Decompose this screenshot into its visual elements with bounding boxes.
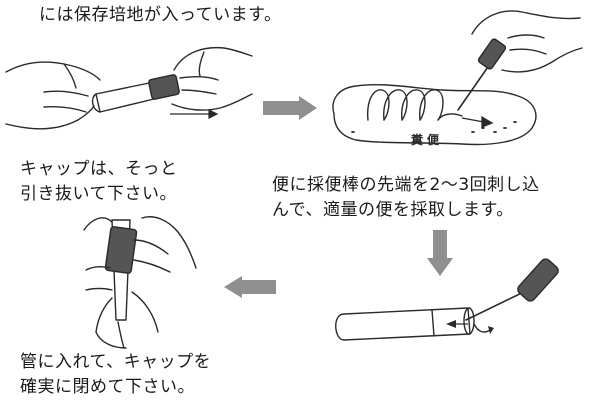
illustration-remove-cap [4, 32, 254, 157]
illustration-insert-into-tube [82, 210, 202, 350]
arrow-left-icon [224, 276, 276, 298]
arrow-right-icon [263, 96, 317, 120]
tube-with-stick-drawing [335, 258, 559, 341]
step-2-caption-line-1: 便に採便棒の先端を2～3回刺し込 [272, 175, 540, 195]
step-1-caption-line-1: キャップは、そっと [20, 159, 178, 179]
step-3-caption-line-2: 確実に閉めて下さい。 [20, 377, 195, 397]
step-2-caption-line-2: んで、適量の便を採取します。 [272, 200, 514, 220]
step-3-caption: 管に入れて、キャップを 確実に閉めて下さい。 [20, 350, 211, 400]
illustration-stool-sampling: 糞便 [322, 4, 584, 164]
step-1-caption: キャップは、そっと 引き抜いて下さい。 [20, 157, 178, 207]
step-1-caption-line-2: 引き抜いて下さい。 [20, 184, 177, 204]
hand-inserting-tube-drawing [83, 216, 197, 349]
header-text: には保存培地が入っています。 [39, 5, 282, 25]
stool-sampling-drawing [332, 10, 583, 146]
stool-label: 糞便 [411, 133, 444, 147]
illustration-tube-with-stick [328, 250, 584, 350]
step-3-caption-line-1: 管に入れて、キャップを [20, 352, 212, 372]
step-2-caption: 便に採便棒の先端を2～3回刺し込 んで、適量の便を採取します。 [272, 173, 540, 223]
hands-removing-cap-drawing [5, 46, 253, 130]
arrow-down-icon [427, 230, 453, 276]
